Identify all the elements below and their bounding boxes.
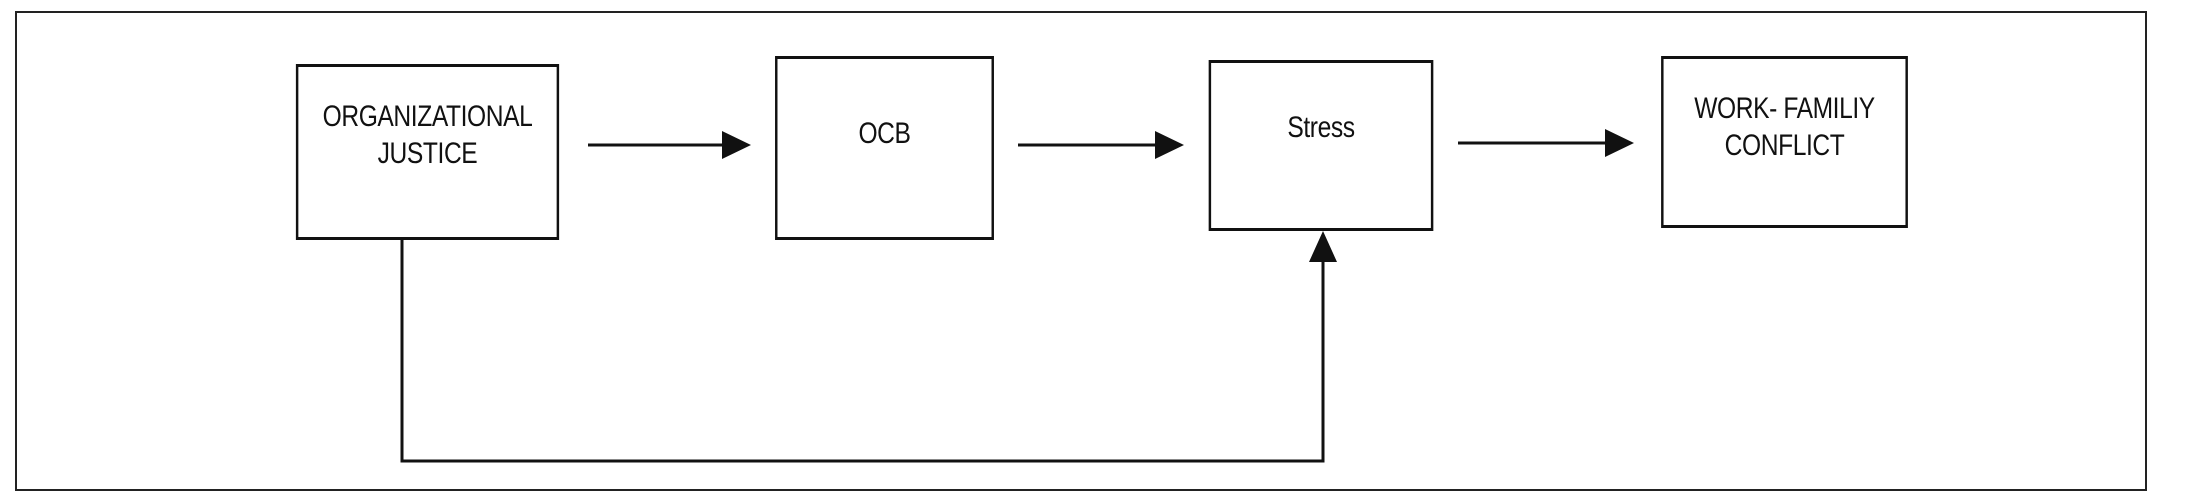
node-organizational-justice-line2: JUSTICE: [377, 137, 478, 170]
node-stress-label: Stress: [1287, 111, 1355, 145]
diagram-frame: [15, 11, 2147, 491]
node-work-family-conflict-line2: CONFLICT: [1724, 129, 1845, 162]
node-organizational-justice-label: ORGANIZATIONAL JUSTICE: [323, 99, 533, 172]
node-work-family-conflict-label: WORK- FAMILIY CONFLICT: [1694, 91, 1875, 164]
arrowhead-stress: [1155, 131, 1184, 159]
edge-justice-to-stress: [400, 240, 1325, 463]
node-organizational-justice: ORGANIZATIONAL JUSTICE: [295, 64, 560, 240]
node-ocb-label: OCB: [858, 116, 911, 150]
node-stress: Stress: [1208, 60, 1434, 231]
arrowhead-stress-bottom: [1309, 231, 1337, 262]
node-stress-label-wrap: Stress: [1287, 110, 1355, 147]
arrowhead-ocb: [722, 131, 751, 159]
node-work-family-conflict-line1: WORK- FAMILIY: [1694, 92, 1875, 126]
node-work-family-conflict: WORK- FAMILIY CONFLICT: [1661, 56, 1908, 228]
arrowhead-wfc: [1605, 129, 1634, 157]
node-ocb: OCB: [775, 56, 994, 240]
node-organizational-justice-line1: ORGANIZATIONAL: [322, 100, 533, 134]
node-ocb-label-wrap: OCB: [858, 116, 910, 153]
